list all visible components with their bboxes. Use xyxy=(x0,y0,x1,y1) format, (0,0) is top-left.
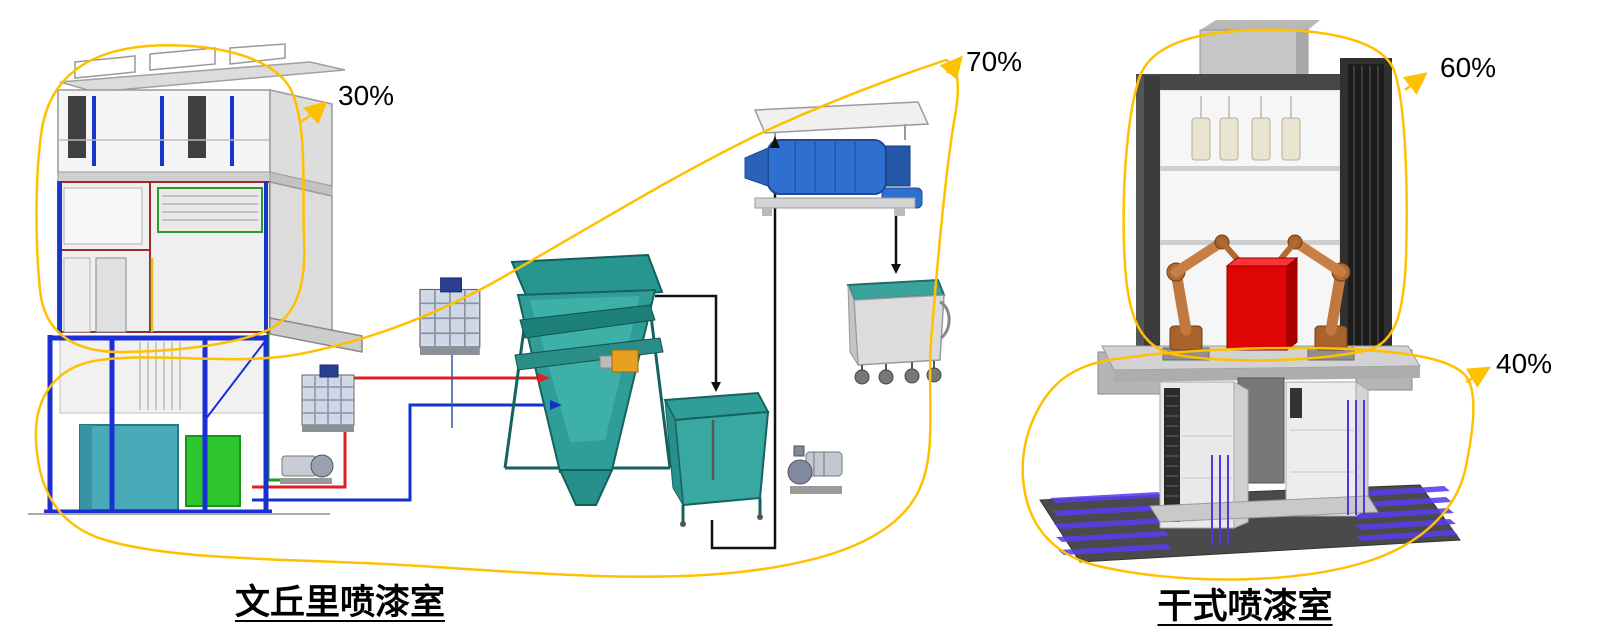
percentage-label-venturi-booth: 30% xyxy=(338,80,395,111)
ibc-tote-icon xyxy=(301,364,355,432)
sludge-hopper-illustration xyxy=(503,253,672,506)
pipe-arrowheads xyxy=(538,136,901,410)
mixing-tank-illustration xyxy=(663,391,770,527)
robot-arm-right xyxy=(1275,234,1351,351)
percentage-label-dry-treatment: 40% xyxy=(1496,348,1553,379)
floor-grating-right xyxy=(1348,486,1458,541)
steel-frame xyxy=(44,335,272,515)
workpiece-red-box xyxy=(1225,256,1299,352)
percentage-label-venturi-treatment: 70% xyxy=(966,46,1023,77)
centrifuge-illustration xyxy=(744,101,930,216)
pump-illustration-left xyxy=(280,454,334,484)
filter-cartridges xyxy=(1191,96,1301,161)
annotation-outlines xyxy=(34,28,1491,581)
floor-grating-left xyxy=(1050,492,1172,555)
percentage-label-dry-booth: 60% xyxy=(1440,52,1497,83)
region-outline-70 xyxy=(34,58,960,578)
sludge-cart-illustration xyxy=(846,278,951,385)
base-beam xyxy=(1149,495,1379,523)
water-tank-illustration xyxy=(79,424,179,511)
region-outline-40 xyxy=(1021,346,1475,581)
dry-booth-illustration xyxy=(1039,20,1461,563)
green-tank-illustration xyxy=(185,435,241,507)
leader-arrow-40 xyxy=(1465,366,1491,388)
robot-arm-left xyxy=(1166,234,1243,351)
leader-arrow-60 xyxy=(1402,72,1428,95)
ibc-tote-icon xyxy=(419,277,481,356)
venturi-booth-title: 文丘里喷漆室 xyxy=(234,583,445,622)
region-outline-60 xyxy=(1122,28,1408,362)
region-outline-30 xyxy=(35,44,306,354)
pump-illustration-right xyxy=(787,445,843,494)
leader-arrow-30 xyxy=(298,100,328,125)
service-lines xyxy=(1211,400,1365,545)
leader-arrow-70 xyxy=(939,55,963,80)
control-cabinet-right xyxy=(1285,381,1369,517)
dry-booth-title: 干式喷漆室 xyxy=(1157,587,1333,626)
